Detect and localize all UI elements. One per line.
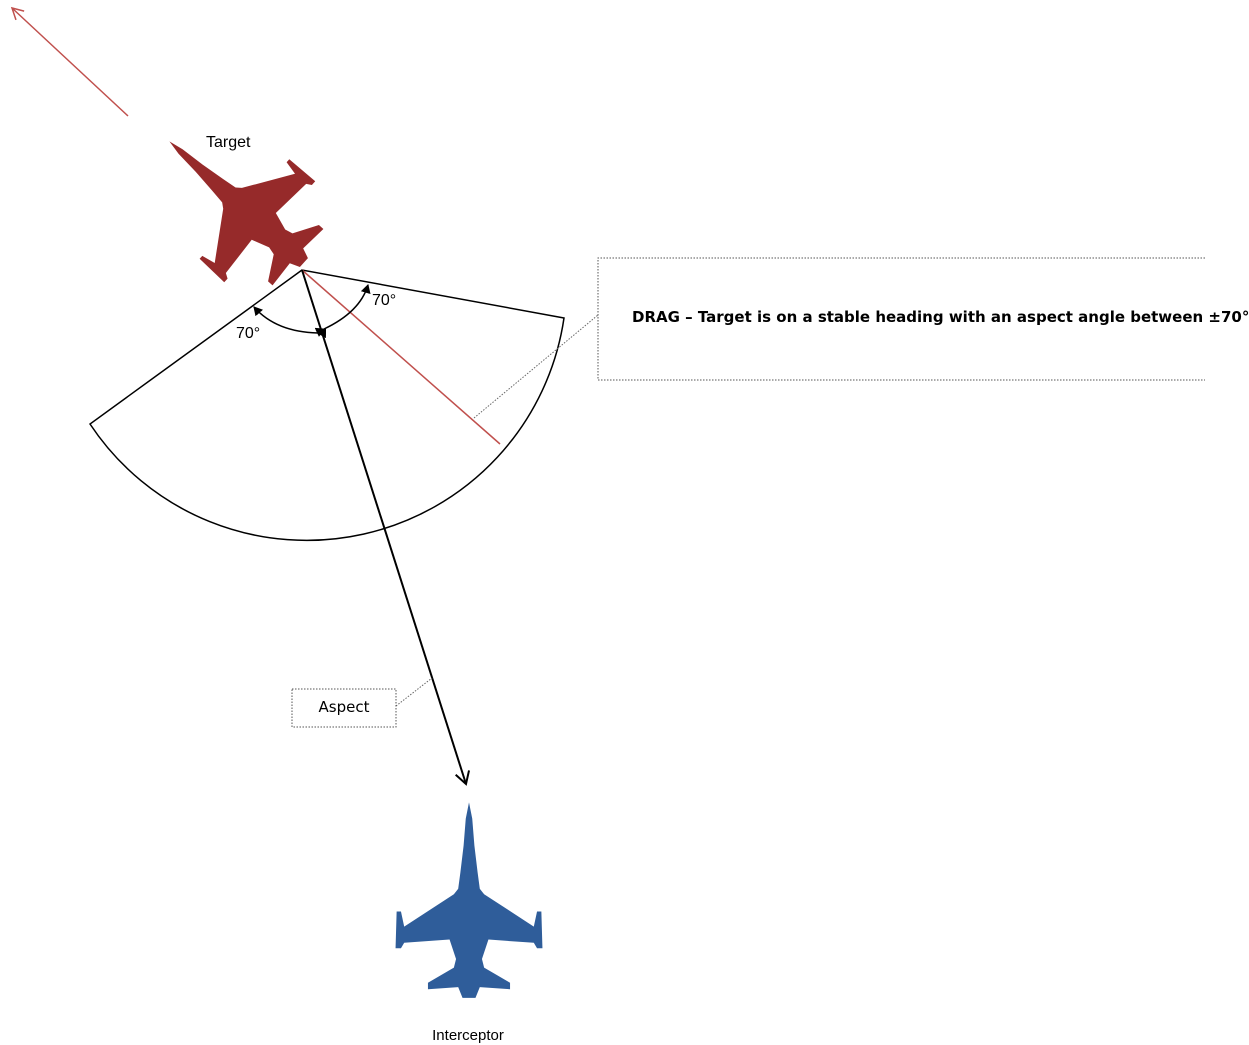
interceptor-label: Interceptor: [432, 1027, 504, 1044]
angle-arc-right: [314, 284, 371, 337]
aspect-leader: [395, 677, 433, 707]
angle-label-left: 70°: [236, 325, 260, 342]
aspect-sector: [88, 269, 565, 542]
target-heading-line: [10, 6, 129, 117]
fighter-jet-icon: [395, 802, 543, 998]
aspect-label: Aspect: [318, 698, 370, 716]
callout-text: DRAG – Target is on a stable heading wit…: [632, 308, 1249, 326]
callout-box: [597, 257, 1205, 381]
target-tail-line: [301, 269, 501, 445]
angle-arc-left: [253, 306, 327, 339]
aspect-diagram: Target 70° 70° Interceptor: [10, 6, 1205, 1044]
line-of-sight-arrow: [301, 269, 470, 786]
aspect-box: [291, 688, 397, 728]
angle-label-right: 70°: [372, 292, 396, 309]
target-label: Target: [206, 134, 251, 151]
fighter-jet-icon: [123, 90, 350, 314]
